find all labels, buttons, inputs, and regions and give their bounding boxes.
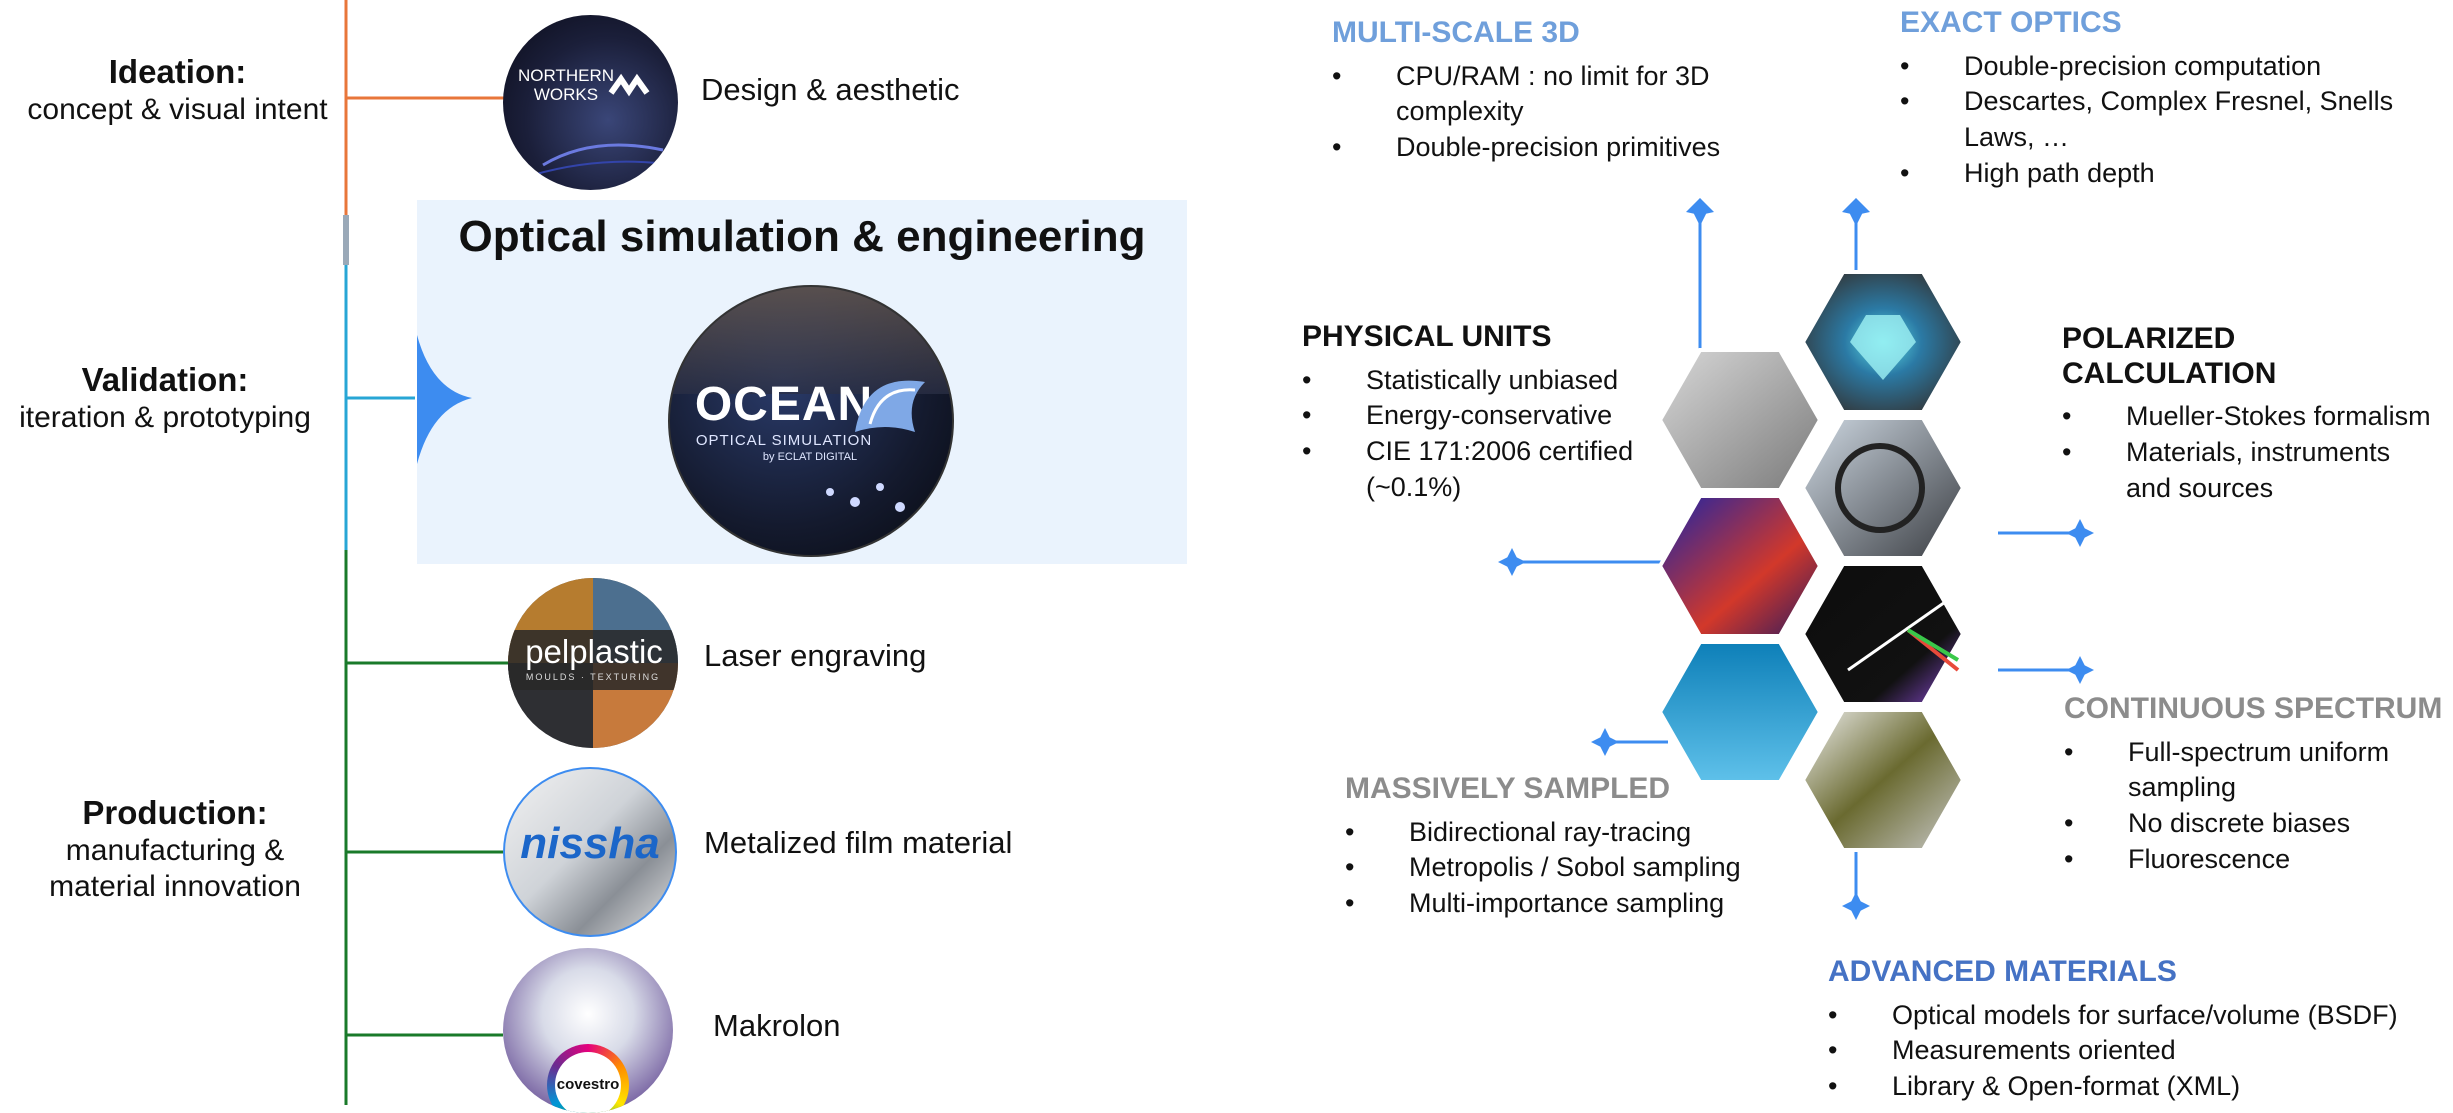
feature-title: EXACT OPTICS — [1900, 6, 2122, 39]
feature-item: No discrete biases — [2064, 806, 2449, 842]
feature-title: MULTI-SCALE 3D — [1332, 16, 1580, 49]
feature-item: Full-spectrum uniform sampling — [2064, 735, 2449, 807]
feature-physical-units: PHYSICAL UNITS Statistically unbiased En… — [1302, 320, 1682, 506]
covestro-logo: covestro — [503, 948, 673, 1113]
feature-continuous-spectrum: CONTINUOUS SPECTRUM Full-spectrum unifor… — [2064, 692, 2449, 878]
ocean-subtitle: OPTICAL SIMULATION — [695, 432, 873, 449]
feature-polarized: POLARIZED CALCULATION Mueller-Stokes for… — [2062, 322, 2442, 507]
feature-massively-sampled: MASSIVELY SAMPLED Bidirectional ray-trac… — [1345, 772, 1825, 922]
feature-multiscale: MULTI-SCALE 3D CPU/RAM : no limit for 3D… — [1332, 16, 1782, 166]
phase-subtitle: iteration & prototyping — [19, 400, 311, 434]
feature-item: Multi-importance sampling — [1345, 886, 1825, 922]
feature-item: Metropolis / Sobol sampling — [1345, 850, 1825, 886]
feature-item: Optical models for surface/volume (BSDF) — [1828, 998, 2448, 1034]
pelplastic-wordmark: pelplastic — [525, 633, 663, 670]
feature-connectors — [1498, 198, 2094, 920]
feature-advanced-materials: ADVANCED MATERIALS Optical models for su… — [1828, 955, 2448, 1105]
item-label: Metalized film material — [704, 825, 1013, 860]
feature-item: Library & Open-format (XML) — [1828, 1069, 2448, 1105]
pointer-arrow-icon — [417, 335, 472, 464]
covestro-wordmark: covestro — [556, 1076, 620, 1093]
feature-item: Statistically unbiased — [1302, 363, 1682, 399]
phase-validation: Validation: iteration & prototyping — [0, 360, 330, 436]
feature-item: Energy-conservative — [1302, 398, 1682, 434]
feature-item: Measurements oriented — [1828, 1033, 2448, 1069]
item-label: Laser engraving — [704, 638, 927, 673]
phase-ideation: Ideation: concept & visual intent — [10, 52, 345, 128]
northern-works-text: NORTHERN WORKS — [517, 66, 615, 104]
feature-item: Fluorescence — [2064, 842, 2449, 878]
timeline-lines — [343, 0, 508, 1105]
feature-exact-optics: EXACT OPTICS Double-precision computatio… — [1900, 6, 2430, 192]
feature-item: Double-precision primitives — [1332, 130, 1782, 166]
pelplastic-logo: pelplastic MOULDS · TEXTURING — [508, 578, 678, 748]
northern-works-logo: NORTHERN WORKS — [503, 15, 678, 190]
phase-production: Production: manufacturing & material inn… — [20, 793, 330, 905]
ocean-byline: by ECLAT DIGITAL — [762, 451, 858, 463]
hexagon-image-cluster — [1658, 270, 1966, 852]
item-label: Design & aesthetic — [701, 72, 960, 107]
light-spots-decoration — [826, 483, 905, 512]
feature-item: High path depth — [1900, 156, 2430, 192]
shell-icon — [855, 380, 925, 432]
item-label: Makrolon — [713, 1008, 841, 1043]
feature-item: Descartes, Complex Fresnel, Snells Laws,… — [1900, 84, 2430, 156]
feature-item: Double-precision computation — [1900, 49, 2430, 85]
feature-item: Mueller-Stokes formalism — [2062, 399, 2442, 435]
feature-title: CONTINUOUS SPECTRUM — [2064, 692, 2443, 725]
feature-item: Materials, instruments and sources — [2062, 435, 2442, 507]
pelplastic-tagline: MOULDS · TEXTURING — [525, 672, 661, 682]
nissha-wordmark: nissha — [520, 819, 660, 868]
feature-item: CPU/RAM : no limit for 3D complexity — [1332, 59, 1782, 131]
phase-title: Ideation: — [108, 53, 247, 90]
nissha-logo: nissha — [503, 767, 677, 937]
phase-subtitle: concept & visual intent — [27, 92, 328, 126]
phase-subtitle: manufacturing & material innovation — [49, 833, 301, 903]
ocean-logo: OCEAN OPTICAL SIMULATION by ECLAT DIGITA… — [668, 285, 954, 557]
feature-title: MASSIVELY SAMPLED — [1345, 772, 1671, 805]
phase-title: Validation: — [81, 361, 249, 398]
panel-title: Optical simulation & engineering — [458, 212, 1146, 261]
feature-title: POLARIZED CALCULATION — [2062, 322, 2277, 390]
feature-title: ADVANCED MATERIALS — [1828, 955, 2177, 988]
phase-title: Production: — [82, 794, 268, 831]
feature-item: CIE 171:2006 certified (~0.1%) — [1302, 434, 1682, 506]
feature-item: Bidirectional ray-tracing — [1345, 815, 1825, 851]
feature-title: PHYSICAL UNITS — [1302, 320, 1552, 353]
ocean-wordmark: OCEAN — [694, 378, 874, 431]
